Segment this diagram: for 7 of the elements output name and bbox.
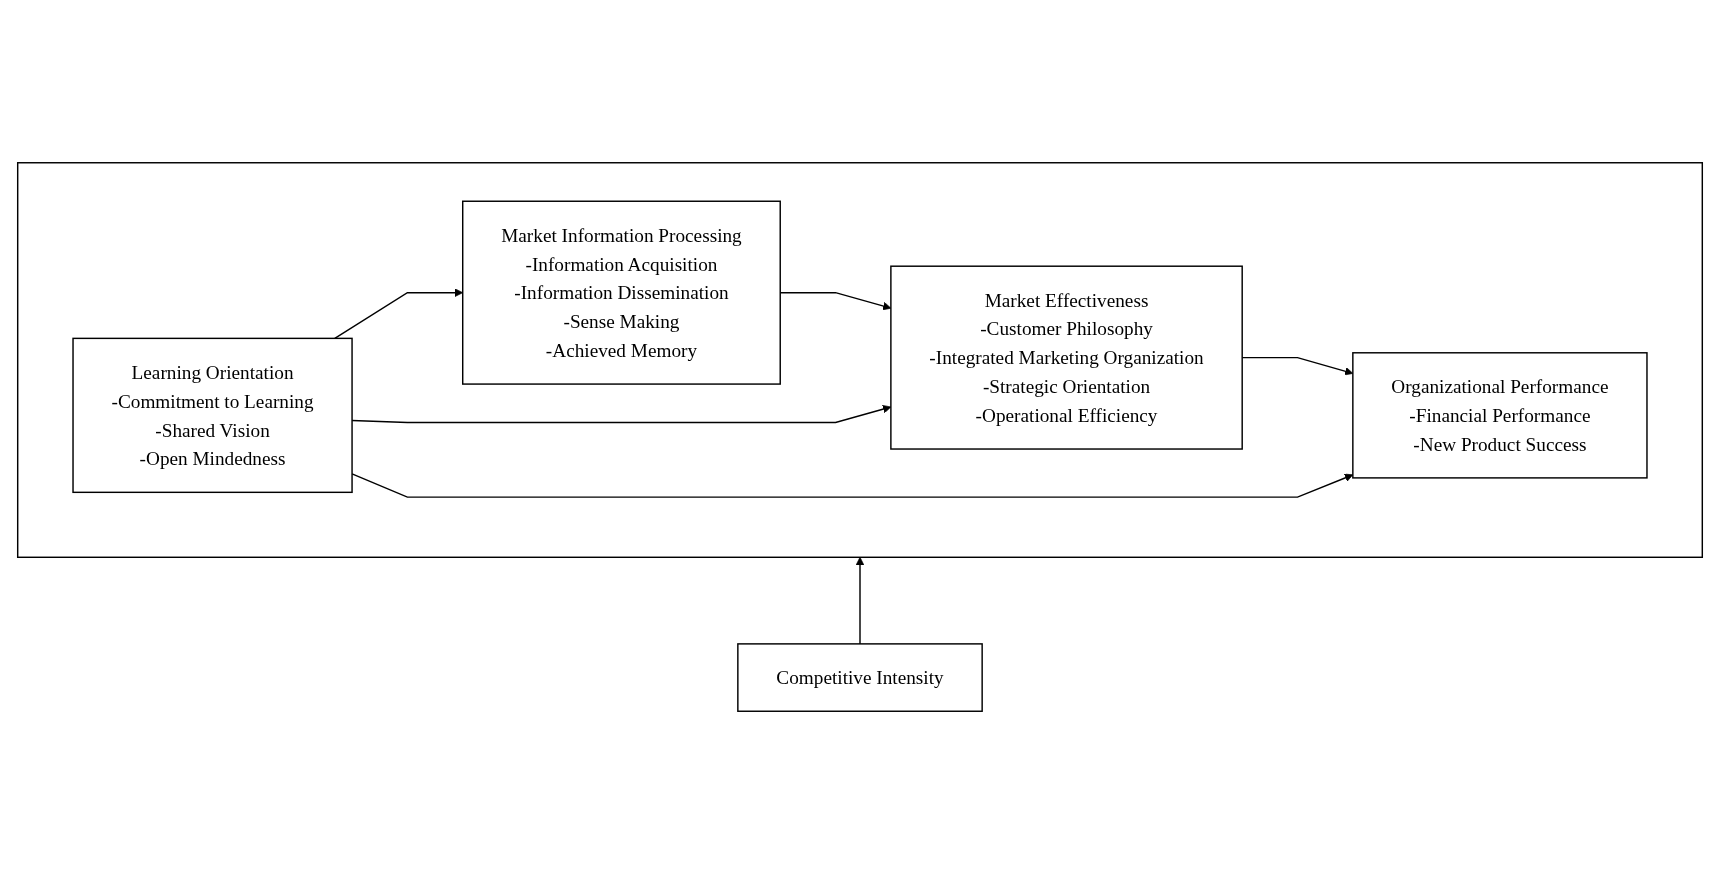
node-box: Organizational Performance -Financial Performance -New Product Success: [1352, 351, 1648, 479]
node-box: Learning Orientation -Commitment to Learning -Shared Vision -Open Mindedness: [72, 337, 353, 493]
cluster: [17, 161, 1704, 558]
node-box: Competitive Intensity: [737, 642, 983, 712]
node-box: Market Effectiveness -Customer Philosophy -Integrated Marketing Organization -Strategic Orientation -Operational Efficiency: [890, 264, 1243, 450]
node-box: Market Information Processing -Information Acquisition -Information Dissemination -Sense Making -Achieved Memory: [462, 200, 781, 385]
arrow: [855, 556, 865, 645]
